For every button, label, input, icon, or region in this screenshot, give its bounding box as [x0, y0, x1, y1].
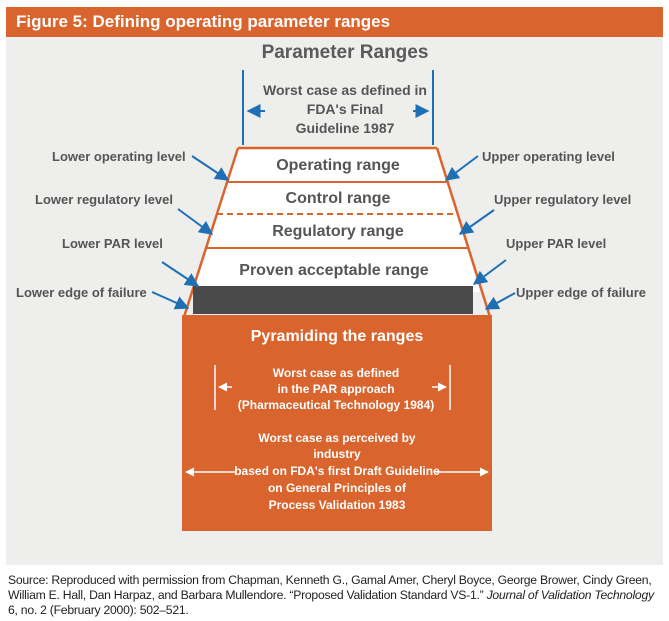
industry-line-1: Worst case as perceived by: [258, 431, 416, 445]
arrow-lower-failure: [151, 291, 190, 310]
fda-final-line-1: Worst case as defined in: [263, 82, 427, 98]
industry-text-bg: [236, 463, 436, 479]
industry-line-2: industry: [313, 447, 361, 461]
band-proven: Proven acceptable range: [239, 262, 429, 279]
par-text-bg: [232, 366, 432, 412]
arrow-upper-failure: [484, 292, 516, 310]
pyramiding-box: [182, 315, 492, 531]
arrow-lower-par: [161, 261, 200, 287]
pyramid-bands: [193, 148, 480, 292]
fda-final-line-3: Guideline 1987: [296, 120, 395, 136]
source-journal: Journal of Validation Technology: [486, 588, 655, 602]
label-lower-operating: Lower operating level: [52, 149, 186, 164]
diagram-title: Parameter Ranges: [262, 42, 429, 63]
fda-final-line-2: FDA's Final: [307, 101, 383, 117]
band-regulatory: Regulatory range: [272, 223, 404, 240]
arrow-upper-operating: [444, 155, 479, 181]
industry-line-4: on General Principles of: [268, 481, 407, 495]
arrow-lower-regulatory: [177, 208, 214, 235]
band-operating: Operating range: [276, 157, 400, 174]
par-line-3: (Pharmaceutical Technology 1984): [238, 398, 435, 412]
label-upper-operating: Upper operating level: [482, 149, 615, 164]
source-suffix: 6, no. 2 (February 2000): 502–521.: [8, 603, 189, 617]
industry-line-5: Process Validation 1983: [269, 498, 406, 512]
band-control: Control range: [286, 190, 391, 207]
parameter-ranges-diagram: Parameter Ranges Worst case as defined i…: [16, 42, 646, 531]
label-lower-par: Lower PAR level: [62, 236, 163, 251]
arrow-upper-regulatory: [458, 209, 495, 235]
label-lower-failure: Lower edge of failure: [16, 285, 147, 300]
label-upper-par: Upper PAR level: [506, 236, 606, 251]
source-prefix: Source: Reproduced with permission from …: [8, 573, 652, 602]
pyramiding-title: Pyramiding the ranges: [251, 328, 424, 345]
label-upper-regulatory: Upper regulatory level: [494, 192, 631, 207]
arrow-upper-par: [472, 259, 507, 285]
par-line-1: Worst case as defined: [273, 366, 400, 380]
figure-title: Figure 5: Defining operating parameter r…: [6, 7, 663, 37]
industry-line-3: based on FDA's first Draft Guideline: [234, 464, 440, 478]
label-lower-regulatory: Lower regulatory level: [35, 192, 173, 207]
fda-final-text-bg: [265, 78, 413, 138]
source-note: Source: Reproduced with permission from …: [8, 573, 663, 618]
par-line-2: in the PAR approach: [277, 382, 394, 396]
arrow-lower-operating: [191, 155, 230, 181]
edge-of-failure-band: [193, 286, 473, 314]
label-upper-failure: Upper edge of failure: [516, 285, 646, 300]
